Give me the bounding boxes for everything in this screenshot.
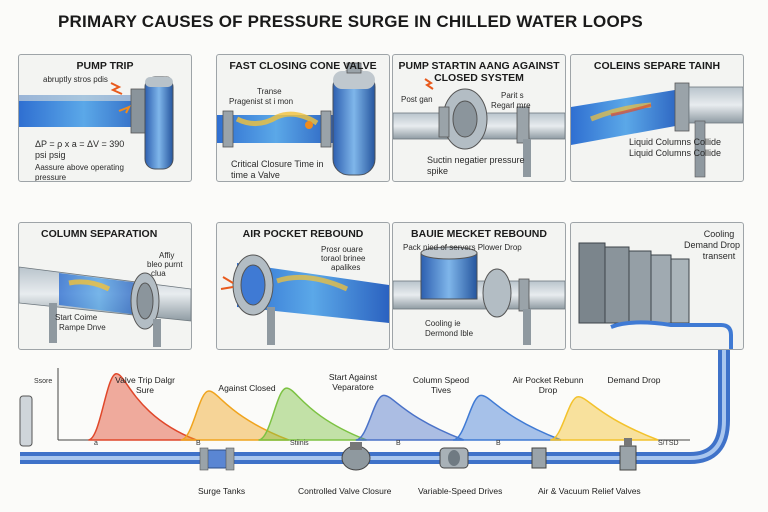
panel-title: COLEINS SEPARE TAINH <box>593 60 721 72</box>
panel-note: Cooling ie <box>425 319 461 328</box>
mitigation-label-valve-closure: Controlled Valve Closure <box>298 486 392 496</box>
surge-curve-5 <box>549 396 659 441</box>
panel-title: PUMP TRIP <box>76 60 134 72</box>
panel-note: abruptly stros pdis <box>43 75 108 84</box>
panel-note: Dermond Ible <box>425 329 474 338</box>
series-label: Start Against Veparatore <box>328 372 378 392</box>
panel-note: Aassure above operating pressure <box>35 163 124 182</box>
surge-curve-2 <box>258 387 367 441</box>
surge-curve-3 <box>355 394 464 441</box>
mitigation-label-surge-tanks: Surge Tanks <box>198 486 246 496</box>
surge-curve-4 <box>452 394 562 441</box>
panel-note: Post gan <box>401 95 433 104</box>
panel-note: Transe <box>257 87 282 96</box>
panel-pump-starting: PUMP STARTIN AANG AGAINST CLOSED SYSTEM … <box>392 54 566 182</box>
y-axis-label: Ssore <box>34 378 53 385</box>
x-tick: B <box>196 440 201 447</box>
columns-collide-illustration <box>571 82 743 178</box>
panel-note: Start Coime <box>55 313 98 322</box>
panel-note: Critical Closure Time in time a Valve <box>231 159 324 180</box>
surge-curve-1 <box>180 390 289 441</box>
x-tick: S/TSD <box>658 440 679 447</box>
surge-curve-0 <box>88 373 197 441</box>
server-racks-illustration <box>578 242 733 349</box>
gauge-icon <box>19 395 33 447</box>
panel-note: Demand Drop <box>683 240 741 250</box>
panel-demand-drop: Cooling Demand Drop transent <box>570 222 744 350</box>
panel-note: Affiy <box>159 251 175 260</box>
panel-title: PUMP STARTIN AANG AGAINST CLOSED SYSTEM <box>398 60 560 84</box>
panel-title: FAST CLOSING CONE VALVE <box>229 60 377 72</box>
mitigation-label-relief-valves: Air & Vacuum Relief Valves <box>538 486 641 496</box>
series-label: Valve Trip Dalgr Sure <box>115 375 175 395</box>
surge-chart <box>19 350 730 471</box>
fast-closing-valve-illustration <box>217 62 376 176</box>
panel-column-separation: COLUMN SEPARATION Affiy bleo purnt clua … <box>18 222 192 350</box>
panel-note: toraol brinee <box>321 254 366 263</box>
x-tick: a <box>94 440 98 447</box>
rebound-illustration <box>393 246 565 345</box>
panel-note: Suctin negatier pressure spike <box>427 155 525 176</box>
panel-note: Liquid Columns Collide <box>629 137 722 147</box>
x-tick: B <box>396 440 401 447</box>
panel-note: Regarl mre <box>491 101 531 110</box>
mitigation-label-vsd: Variable-Speed Drives <box>418 486 503 496</box>
relief-valve-icon <box>531 438 637 471</box>
panel-note: Cooling <box>703 229 735 239</box>
air-pocket-illustration <box>220 254 389 345</box>
panel-rebound: BAUIE MECKET REBOUND Pack nied of server… <box>392 222 566 350</box>
panel-fast-closing-valve: FAST CLOSING CONE VALVE Transe Pragenist… <box>216 54 390 182</box>
panel-note: Prosr ouare <box>321 245 363 254</box>
panel-note: transent <box>702 251 736 261</box>
panel-note: Pragenist st i mon <box>229 97 294 106</box>
vsd-icon <box>439 447 469 469</box>
panel-columns-collide: COLEINS SEPARE TAINH Liquid Columns Coll… <box>570 54 744 182</box>
panel-note: Rampe Dnve <box>59 323 106 332</box>
panel-note: Pack nied of servers Plower Drop <box>403 243 522 252</box>
panel-note: apalikes <box>331 263 361 272</box>
column-separation-illustration <box>19 266 191 347</box>
panel-title: COLUMN SEPARATION <box>41 228 158 240</box>
series-label: Column Speod Tives <box>412 375 470 395</box>
x-tick: B <box>496 440 501 447</box>
surge-tank-icon <box>199 447 235 471</box>
panel-title: AIR POCKET REBOUND <box>242 228 364 240</box>
panel-air-pocket-rebound: AIR POCKET REBOUND Prosr ouare toraol br… <box>216 222 390 350</box>
pump-starting-illustration <box>393 78 565 177</box>
panel-pump-trip: PUMP TRIP abruptly stros pdis ΔP = ρ x a… <box>18 54 192 182</box>
series-label: Demand Drop <box>607 375 661 385</box>
x-tick: Stiinis <box>290 440 309 447</box>
series-label: Air Pocket Rebunn Drop <box>512 375 584 395</box>
panel-note: Parit s <box>501 91 524 100</box>
panel-title: BAUIE MECKET REBOUND <box>411 228 547 240</box>
series-label: Against Closed <box>218 383 276 393</box>
panel-note: Liquid Columns Collide <box>629 148 722 158</box>
pump-trip-illustration <box>19 76 174 170</box>
control-valve-icon <box>341 442 371 471</box>
pressure-formula: ΔP = ρ x a = ΔV = 390 psi psig <box>35 139 125 160</box>
page-title: PRIMARY CAUSES OF PRESSURE SURGE IN CHIL… <box>58 12 643 31</box>
panel-note: clua <box>151 269 166 278</box>
panel-note: bleo purnt <box>147 260 183 269</box>
